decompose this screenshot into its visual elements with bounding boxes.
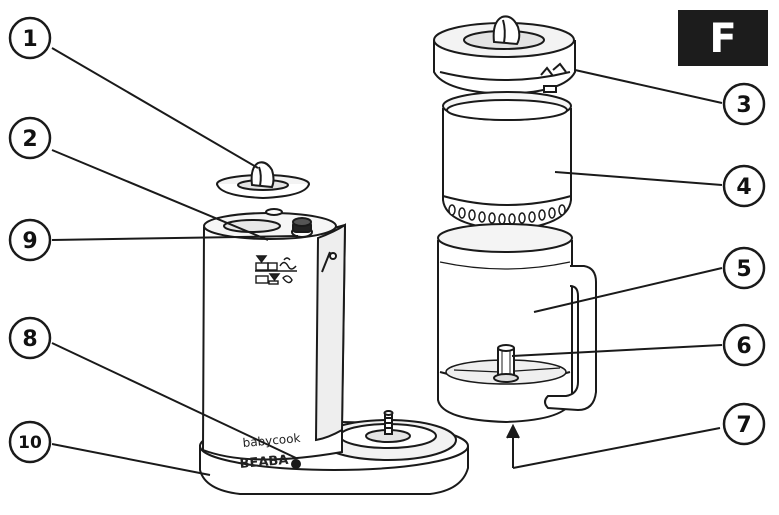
- svg-text:7: 7: [736, 413, 751, 438]
- power-button-dot: [291, 459, 301, 469]
- appliance-base-unit: [199, 161, 469, 495]
- svg-text:6: 6: [736, 334, 751, 359]
- svg-text:2: 2: [22, 127, 37, 152]
- callouts: 1 2 9 8 10 3 4 5: [8, 16, 766, 464]
- svg-text:4: 4: [736, 175, 751, 200]
- svg-text:5: 5: [736, 257, 751, 282]
- svg-text:1: 1: [22, 27, 37, 52]
- callout-9: 9: [8, 218, 52, 262]
- insert-arrow: [506, 423, 721, 469]
- callout-8: 8: [8, 316, 52, 360]
- svg-text:3: 3: [736, 93, 751, 118]
- callout-6: 6: [722, 323, 766, 367]
- jar-assembly: [433, 15, 597, 424]
- callout-3: 3: [722, 82, 766, 126]
- mode-icons: [255, 255, 297, 285]
- callout-2: 2: [8, 116, 52, 160]
- callout-5: 5: [722, 246, 766, 290]
- svg-text:10: 10: [18, 433, 42, 453]
- callout-10: 10: [8, 420, 52, 464]
- base-branding: babycook BEABA: [239, 431, 301, 472]
- brand-label: BEABA: [239, 453, 289, 472]
- sheet-letter-tab: F: [678, 10, 768, 66]
- svg-text:9: 9: [22, 229, 37, 254]
- callout-7: 7: [722, 402, 766, 446]
- callout-1: 1: [8, 16, 52, 60]
- svg-text:8: 8: [22, 327, 37, 352]
- callout-4: 4: [722, 164, 766, 208]
- leader-lines: [51, 47, 723, 476]
- sheet-letter: F: [709, 16, 736, 62]
- model-label: babycook: [242, 431, 301, 450]
